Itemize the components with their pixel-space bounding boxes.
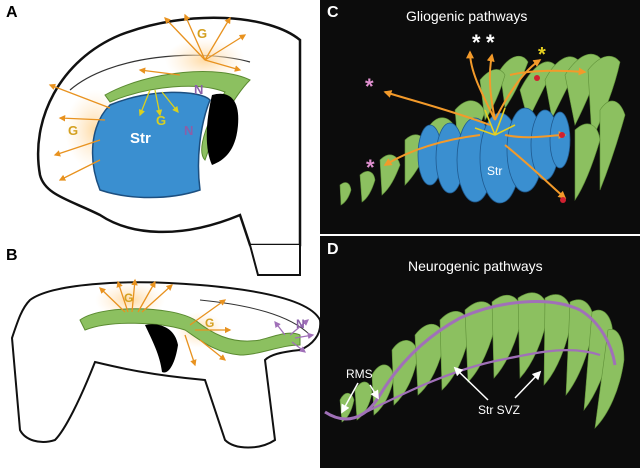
neuronal-label-b: N [296, 317, 305, 331]
striatum-label-c: Str [487, 164, 503, 178]
glial-trajectories-c [383, 50, 587, 200]
lateral-ventricle [206, 93, 239, 165]
neuronal-label-a-top: N [194, 82, 204, 97]
star-pink-top: * [365, 74, 374, 99]
rms-label: RMS [346, 367, 373, 381]
svz-band-sagittal [79, 308, 301, 356]
glial-label-a-left: G [68, 123, 79, 138]
str-svz-label: Str SVZ [478, 403, 521, 417]
red-dots-c [534, 75, 566, 203]
glial-arrows-a [48, 13, 247, 181]
star-pink-bottom: * [366, 155, 375, 180]
glial-arrows-str [138, 89, 179, 117]
panel-d-title: Neurogenic pathways [408, 258, 543, 274]
glial-label-a-top: G [197, 26, 208, 41]
glial-label-b-left: G [124, 291, 134, 305]
striatum-slices-c [417, 107, 571, 204]
pointer-arrows-d [341, 366, 542, 414]
panel-label-d: D [327, 241, 339, 258]
glial-label-a-center: G [156, 113, 167, 128]
yellow-branches-c [474, 107, 516, 136]
ventricle-sagittal [145, 324, 178, 373]
panel-label-c: C [327, 4, 339, 21]
panel-c-title: Gliogenic pathways [406, 8, 528, 24]
panel-label-a: A [6, 4, 18, 21]
glial-label-b-right: G [205, 316, 215, 330]
neurogenic-arrows-b [274, 319, 315, 353]
striatum-shape [91, 91, 211, 199]
star-yellow: * [538, 44, 546, 66]
star-white-1: * [472, 30, 481, 55]
glial-arrows-b [99, 278, 232, 367]
star-white-2: * [486, 30, 495, 55]
panel-label-b: B [6, 247, 18, 264]
str-svz-pathway [359, 348, 601, 416]
rms-pathway [324, 300, 617, 421]
neuronal-label-a-lower: N [184, 123, 194, 138]
striatum-label-a: Str [130, 130, 151, 147]
